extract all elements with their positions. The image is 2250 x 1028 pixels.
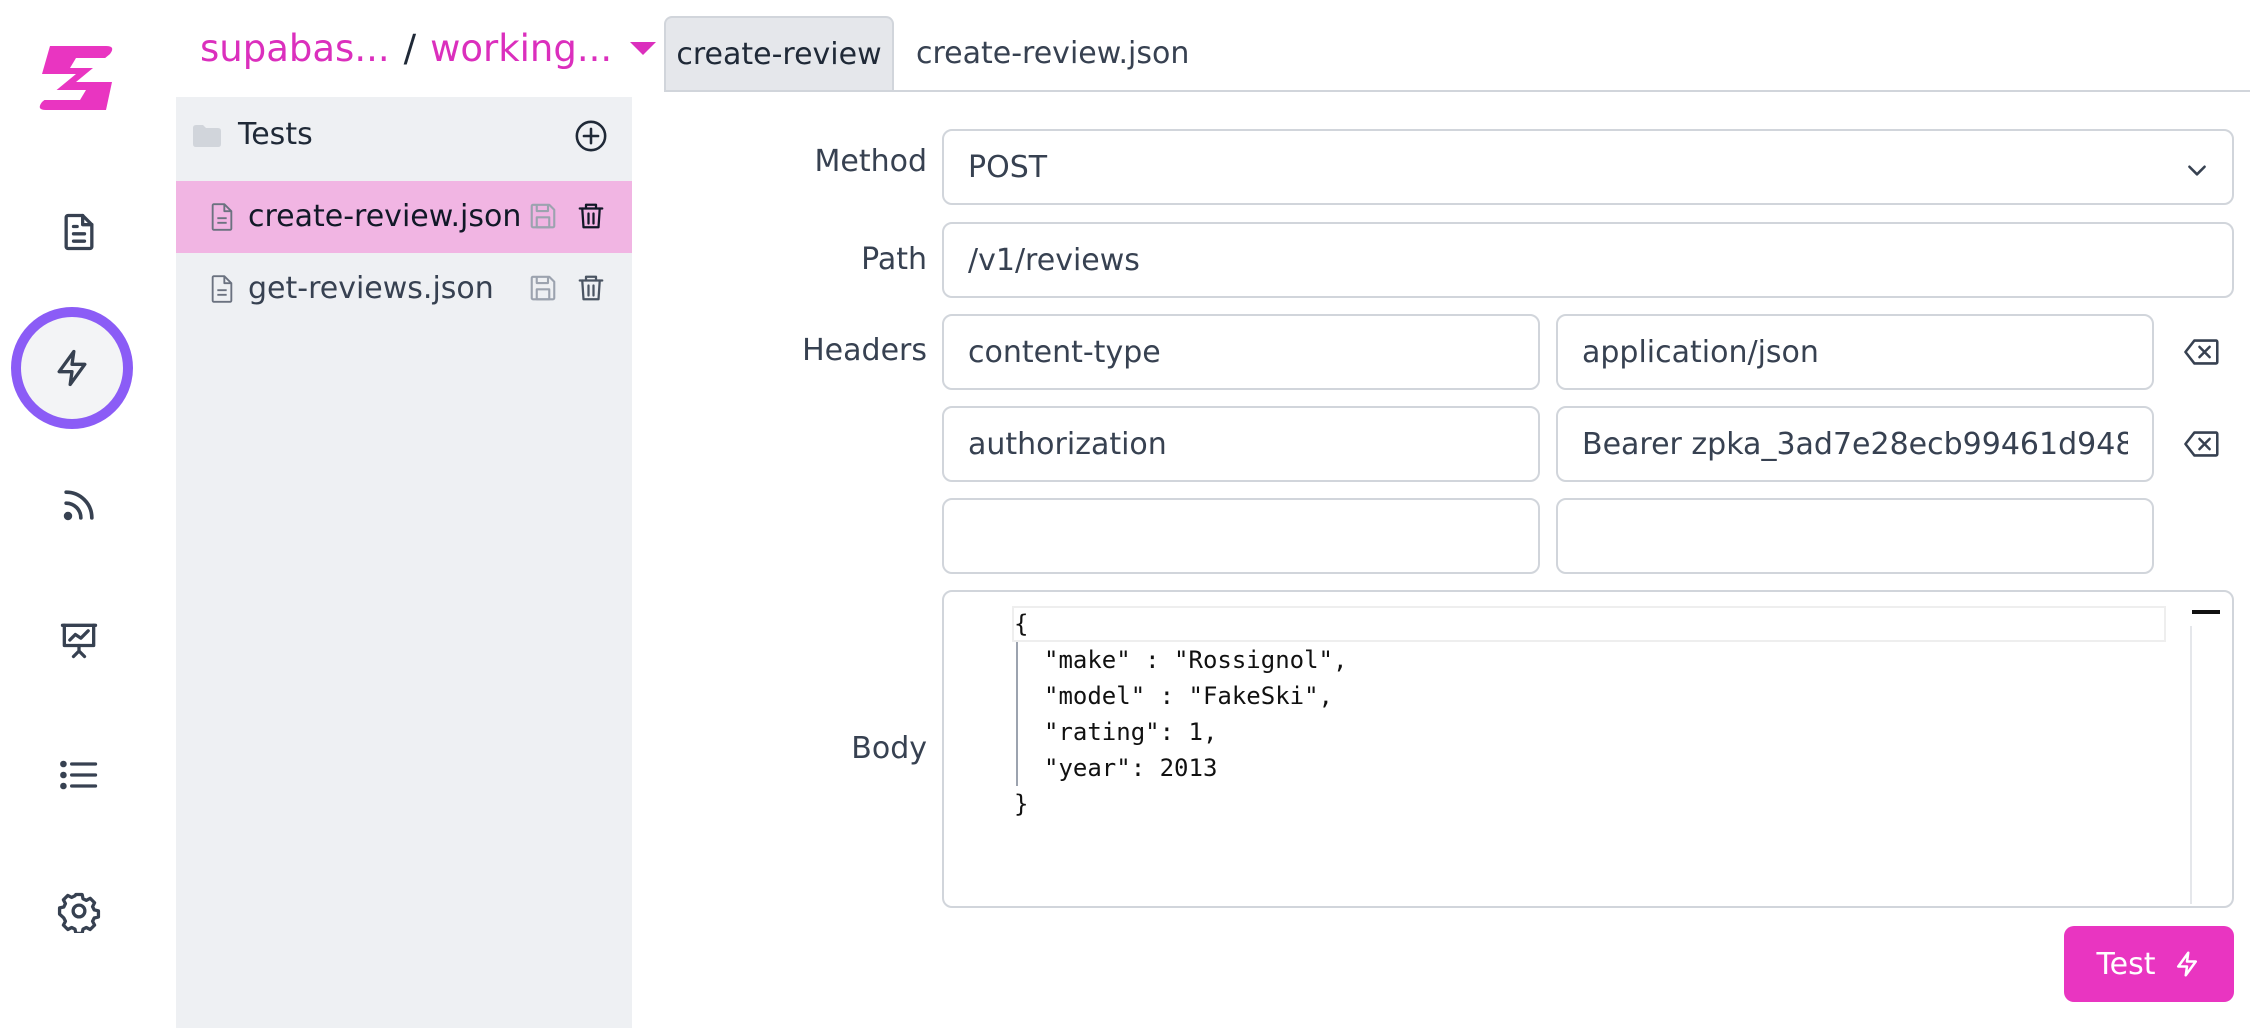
header-value-input[interactable] [1556,314,2154,390]
header-key-field[interactable] [968,334,1514,370]
zuplo-logo-icon[interactable] [36,38,122,118]
lightning-icon [57,349,87,387]
presentation-chart-icon [60,623,98,659]
rail-settings-button[interactable] [35,867,123,955]
folder-label: Tests [238,117,313,152]
path-label: Path [861,242,927,277]
header-value-field[interactable] [1582,334,2128,370]
method-label: Method [814,144,927,179]
file-name: create-review.json [248,199,522,234]
project-selector[interactable]: supabas... / working... [200,18,657,78]
rss-icon [63,490,94,521]
rail-analytics-button[interactable] [35,596,123,684]
folder-row[interactable]: Tests [176,97,632,177]
header-value-input[interactable] [1556,498,2154,574]
trash-icon[interactable] [576,273,606,303]
chevron-down-icon [2188,165,2206,176]
method-value: POST [968,149,1048,185]
file-row-create-review[interactable]: create-review.json [176,181,632,253]
file-icon [211,275,233,303]
branch-name: working... [430,26,613,70]
code-area[interactable]: { "make" : "Rossignol", "model" : "FakeS… [1012,606,2166,822]
trash-icon[interactable] [576,201,606,231]
header-key-field[interactable] [968,518,1514,554]
rail-docs-button[interactable] [35,188,123,276]
project-name: supabas... [200,26,390,70]
test-button[interactable]: Test [2064,926,2234,1002]
header-key-input[interactable] [942,406,1540,482]
backspace-icon[interactable] [2184,338,2220,366]
tab-create-review[interactable]: create-review [664,16,894,90]
left-rail [0,0,160,1028]
caret-down-icon [630,41,657,55]
editor-tabs: create-review create-review.json [664,16,2250,92]
project-separator: / [403,26,417,70]
code-line: } [1014,790,1029,818]
code-line: { [1012,606,2166,642]
file-icon [211,203,233,231]
gear-icon [57,892,101,933]
code-indent-block: "make" : "Rossignol", "model" : "FakeSki… [1016,642,2166,786]
header-value-field[interactable] [1582,518,2128,554]
minimap-indicator [2192,610,2220,614]
rail-feeds-button[interactable] [35,461,123,549]
rail-tests-button[interactable] [11,307,133,429]
list-icon [60,760,98,790]
header-value-field[interactable] [1582,426,2128,462]
method-select[interactable]: POST [942,129,2234,205]
test-button-label: Test [2096,946,2156,982]
rail-logs-button[interactable] [35,731,123,819]
body-editor[interactable]: { "make" : "Rossignol", "model" : "FakeS… [942,590,2234,908]
file-row-get-reviews[interactable]: get-reviews.json [176,253,632,325]
body-label: Body [851,731,927,766]
tab-create-review-json[interactable]: create-review.json [916,35,1190,71]
code-line: "make" : "Rossignol", [1044,646,1348,674]
code-line: "model" : "FakeSki", [1044,682,1333,710]
file-name: get-reviews.json [248,271,494,306]
path-input-field[interactable] [968,242,2208,278]
editor-scrollbar[interactable] [2190,626,2192,904]
folder-icon [193,125,221,147]
code-line: "rating": 1, [1044,718,1218,746]
save-icon[interactable] [528,273,558,303]
add-circle-icon[interactable] [574,119,608,153]
document-icon [64,213,94,251]
header-key-input[interactable] [942,314,1540,390]
headers-label: Headers [802,333,927,368]
header-key-input[interactable] [942,498,1540,574]
save-icon[interactable] [528,201,558,231]
path-input[interactable] [942,222,2234,298]
backspace-icon[interactable] [2184,430,2220,458]
header-value-input[interactable] [1556,406,2154,482]
code-line: "year": 2013 [1044,754,1218,782]
header-key-field[interactable] [968,426,1514,462]
lightning-icon [2176,951,2197,977]
file-explorer: Tests create-review.json get-reviews.jso… [176,97,632,1028]
